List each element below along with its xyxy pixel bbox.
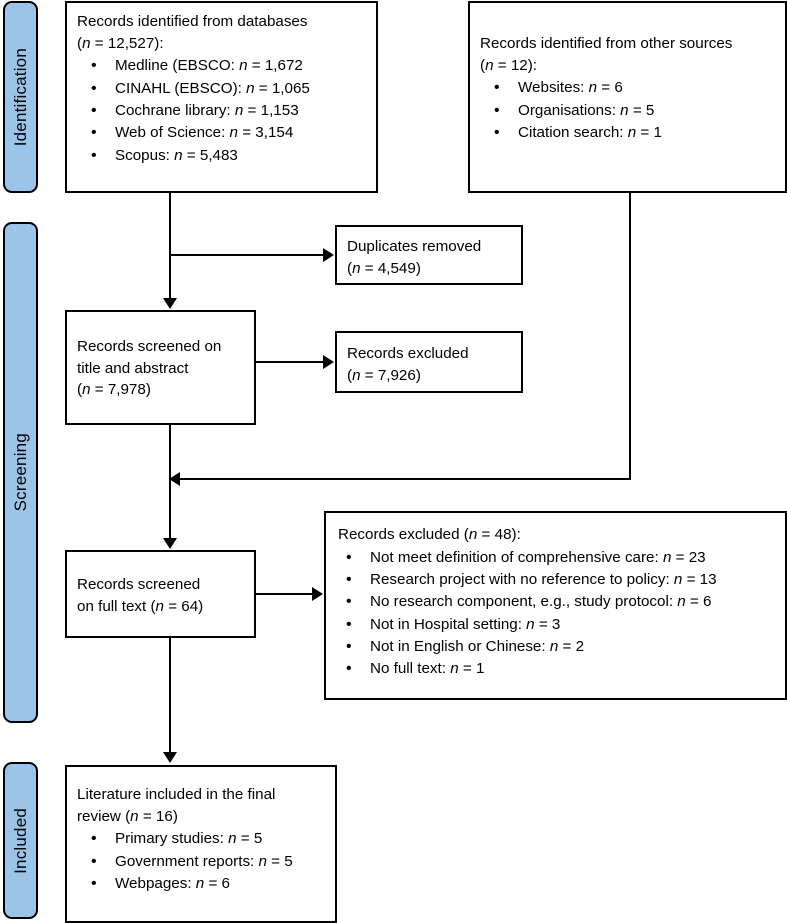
other-sources-header-line2: (n = 12): xyxy=(480,56,537,74)
list-item: Web of Science: n = 3,154 xyxy=(77,121,366,145)
box-records-identified-databases: Records identified from databases (n = 1… xyxy=(65,1,378,193)
duplicates-removed-line2: (n = 4,549) xyxy=(347,259,421,277)
arrowhead-to-included-final xyxy=(163,752,177,763)
connector-to-records-excluded-ft xyxy=(256,593,313,595)
arrowhead-to-screened-title-abstract xyxy=(163,298,177,309)
list-item: Scopus: n = 5,483 xyxy=(77,144,366,168)
screened-ta-line2: title and abstract xyxy=(77,359,189,377)
connector-full-text-down xyxy=(169,638,171,753)
list-item: CINAHL (EBSCO): n = 1,065 xyxy=(77,76,366,100)
list-item: Not in Hospital setting: n = 3 xyxy=(338,613,775,637)
excluded-ft-header: Records excluded (n = 48): xyxy=(338,526,521,543)
duplicates-removed-line1: Duplicates removed xyxy=(347,238,482,255)
stage-label-identification: Identification xyxy=(3,1,38,193)
arrowhead-other-sources-into-trunk xyxy=(169,472,180,486)
connector-databases-down xyxy=(169,193,171,299)
box-records-screened-full-text: Records screened on full text (n = 64) xyxy=(65,550,256,638)
included-header-line1: Literature included in the final xyxy=(77,786,276,803)
databases-header-line1: Records identified from databases xyxy=(77,13,308,30)
stage-label-screening: Screening xyxy=(3,222,38,723)
screened-ta-line1: Records screened on xyxy=(77,338,222,355)
connector-other-sources-left xyxy=(180,478,631,480)
included-header-line2: review (n = 16) xyxy=(77,807,178,825)
stage-label-included: Included xyxy=(3,762,38,919)
arrowhead-to-records-excluded-ta xyxy=(323,355,334,369)
connector-other-sources-down xyxy=(629,193,631,480)
databases-source-list: Medline (EBSCO: n = 1,672 CINAHL (EBSCO)… xyxy=(77,54,366,168)
list-item: Not in English or Chinese: n = 2 xyxy=(338,635,775,659)
stage-label-identification-text: Identification xyxy=(11,47,30,147)
included-breakdown-list: Primary studies: n = 5 Government report… xyxy=(77,827,325,896)
screened-ta-line3: (n = 7,978) xyxy=(77,381,151,399)
arrowhead-to-duplicates-removed xyxy=(323,248,334,262)
screened-ft-line2: on full text (n = 64) xyxy=(77,597,204,615)
box-duplicates-removed: Duplicates removed (n = 4,549) xyxy=(335,225,523,285)
connector-to-records-excluded-ta xyxy=(256,361,324,363)
box-records-excluded-full-text: Records excluded (n = 48): Not meet defi… xyxy=(324,511,787,700)
list-item: Websites: n = 6 xyxy=(480,76,775,100)
list-item: Webpages: n = 6 xyxy=(77,872,325,896)
list-item: Citation search: n = 1 xyxy=(480,121,775,145)
box-literature-included-final-review: Literature included in the final review … xyxy=(65,765,337,923)
stage-label-included-text: Included xyxy=(11,807,30,874)
list-item: No research component, e.g., study proto… xyxy=(338,590,775,614)
list-item: No full text: n = 1 xyxy=(338,657,775,681)
box-records-identified-other-sources: Records identified from other sources (n… xyxy=(468,1,787,193)
databases-header-line2: (n = 12,527): xyxy=(77,34,164,52)
arrowhead-to-screened-full-text xyxy=(163,538,177,549)
excluded-ft-reason-list: Not meet definition of comprehensive car… xyxy=(338,546,775,682)
box-records-screened-title-abstract: Records screened on title and abstract (… xyxy=(65,310,256,425)
stage-label-screening-text: Screening xyxy=(11,433,30,512)
excluded-ta-line1: Records excluded xyxy=(347,345,469,362)
list-item: Government reports: n = 5 xyxy=(77,849,325,873)
list-item: Organisations: n = 5 xyxy=(480,98,775,122)
other-sources-header-line1: Records identified from other sources xyxy=(480,35,733,52)
screened-ft-line1: Records screened xyxy=(77,576,201,593)
list-item: Primary studies: n = 5 xyxy=(77,827,325,851)
list-item: Cochrane library: n = 1,153 xyxy=(77,99,366,123)
box-records-excluded-title-abstract: Records excluded (n = 7,926) xyxy=(335,331,523,393)
arrowhead-to-records-excluded-ft xyxy=(312,587,323,601)
connector-to-duplicates-removed xyxy=(169,254,324,256)
excluded-ta-line2: (n = 7,926) xyxy=(347,366,421,384)
other-sources-list: Websites: n = 6 Organisations: n = 5 Cit… xyxy=(480,76,775,145)
list-item: Not meet definition of comprehensive car… xyxy=(338,546,775,570)
list-item: Research project with no reference to po… xyxy=(338,568,775,592)
list-item: Medline (EBSCO: n = 1,672 xyxy=(77,54,366,78)
